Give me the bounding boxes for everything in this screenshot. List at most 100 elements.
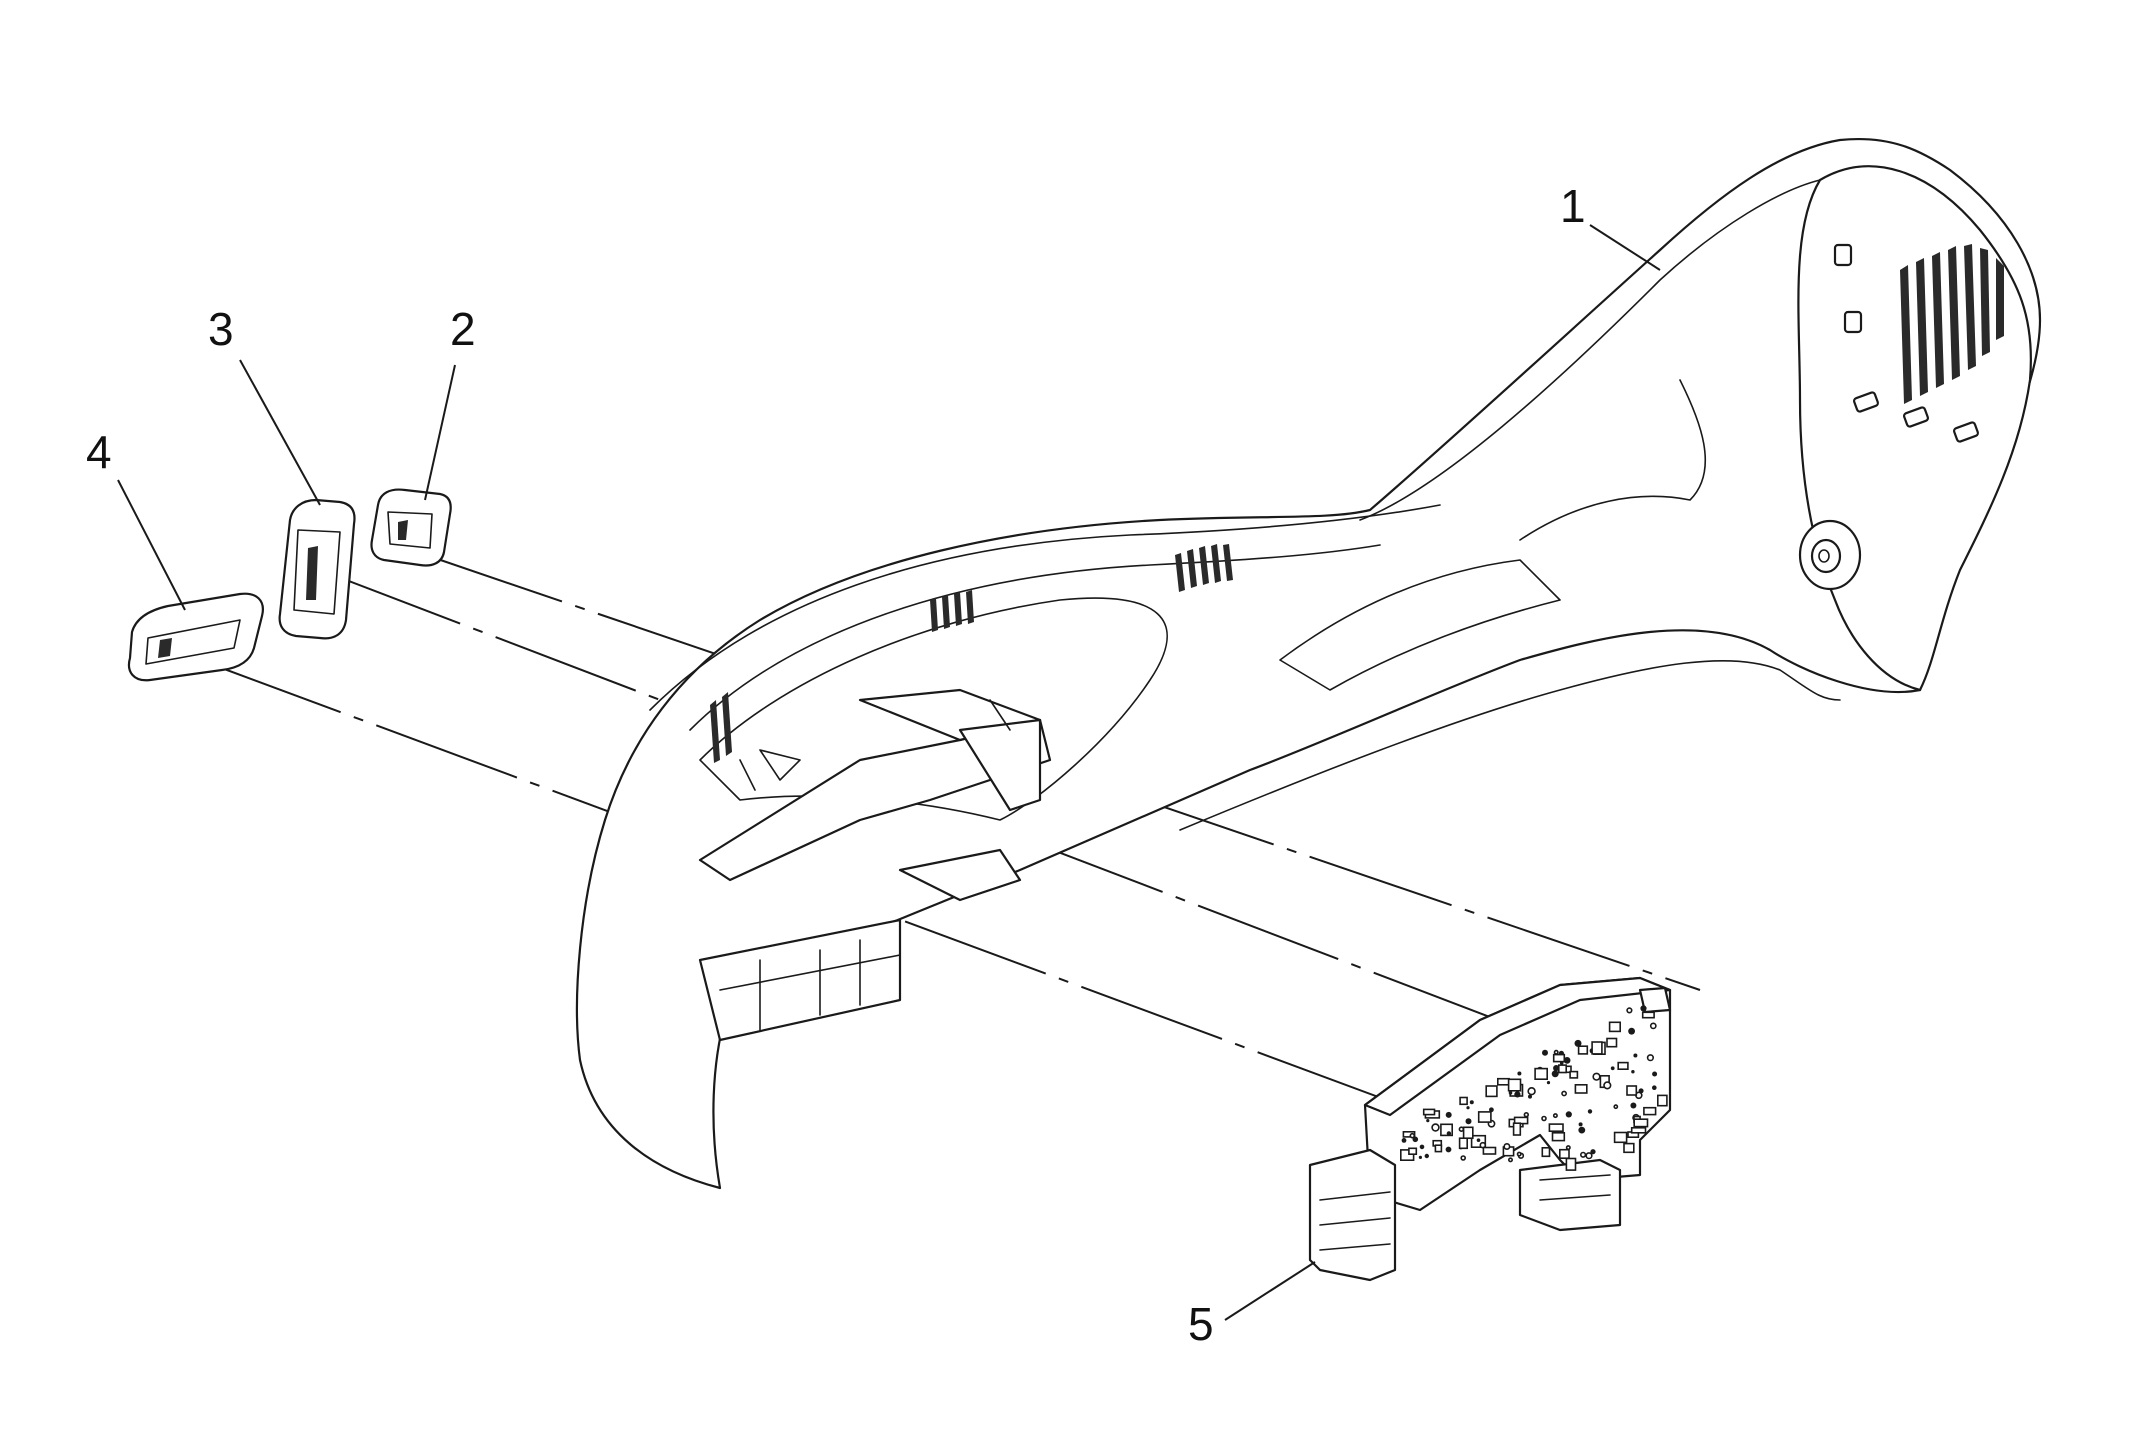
bezel-inner-rim: [689, 544, 1381, 731]
mounting-tabs: [1833, 243, 1979, 443]
circuit-component: [1565, 1145, 1571, 1151]
circuit-component: [1606, 1037, 1618, 1048]
cluster-trim-bezel: [575, 138, 2042, 1190]
circuit-component: [1630, 1127, 1647, 1134]
circuit-component: [1652, 1071, 1658, 1077]
circuit-component: [1617, 1061, 1629, 1070]
circuit-component: [1466, 1106, 1470, 1110]
leader-lines: [117, 224, 1661, 1321]
circuit-component: [1561, 1090, 1567, 1097]
circuit-component: [1577, 1045, 1589, 1055]
circuit-component: [1548, 1123, 1564, 1132]
circuit-component: [1409, 1132, 1416, 1139]
callout-labels: 1 2 3 4 5: [86, 180, 1586, 1350]
circuit-component: [1578, 1122, 1583, 1127]
circuit-component: [1523, 1111, 1530, 1118]
leader-line-2: [424, 364, 456, 501]
callout-2: 2: [450, 303, 476, 355]
circuit-component: [1458, 1137, 1468, 1150]
circuit-component: [1485, 1085, 1498, 1098]
bezel-outline: [575, 138, 2042, 1190]
circuit-component: [1631, 1070, 1635, 1074]
hood-contour: [1359, 179, 1821, 521]
circuit-component: [1422, 1108, 1436, 1116]
circuit-component: [1563, 1057, 1571, 1064]
circuit-component: [1630, 1102, 1637, 1109]
hood-side-panel: [1279, 559, 1561, 691]
circuit-component: [1579, 1151, 1587, 1158]
circuit-component: [1503, 1143, 1511, 1151]
circuit-component: [1469, 1100, 1474, 1105]
circuit-component: [1516, 1151, 1522, 1157]
circuit-component: [1514, 1091, 1521, 1098]
circuit-component: [1558, 1064, 1568, 1074]
circuit-component: [1401, 1138, 1407, 1143]
circuit-component: [1482, 1146, 1497, 1155]
circuit-component: [1628, 1027, 1635, 1035]
leader-line-3: [239, 359, 321, 506]
circuit-component: [1574, 1039, 1582, 1047]
circuit-component: [1643, 1106, 1657, 1116]
circuit-component: [1652, 1085, 1657, 1090]
circuit-component: [1551, 1070, 1559, 1078]
circuit-component: [1489, 1107, 1494, 1113]
vent-grille: [1900, 244, 2004, 404]
bezel-lower-surface: [1179, 659, 1841, 831]
circuit-component: [1419, 1144, 1425, 1150]
circuit-component: [1551, 1132, 1566, 1142]
cluster-connector: [1308, 1148, 1397, 1282]
circuit-component: [1418, 1155, 1422, 1159]
cluster-side-tab: [1638, 986, 1672, 1014]
circuit-component: [1446, 1131, 1452, 1136]
circuit-component: [1641, 1011, 1655, 1019]
circuit-component: [1613, 1104, 1619, 1110]
circuit-component: [1462, 1126, 1474, 1140]
circuit-component: [1542, 1049, 1548, 1056]
circuit-component: [1559, 1148, 1570, 1159]
cluster-rear-connector: [1518, 1158, 1622, 1232]
circuit-component: [1633, 1053, 1638, 1058]
circuit-component: [1497, 1077, 1510, 1086]
circuit-component: [1574, 1084, 1588, 1094]
switch-bezel-3: [278, 498, 356, 640]
circuit-component: [1553, 1065, 1560, 1072]
circuit-component: [1431, 1123, 1440, 1132]
circuit-component: [1424, 1153, 1430, 1159]
circuit-component: [1592, 1072, 1601, 1081]
internal-brackets: [698, 688, 1052, 1042]
circuit-component: [1508, 1157, 1514, 1163]
callout-4: 4: [86, 426, 112, 478]
circuit-component: [1517, 1071, 1522, 1076]
bezel-top-rim: [649, 504, 1441, 711]
circuit-component: [1541, 1147, 1551, 1158]
circuit-component: [1603, 1081, 1612, 1090]
circuit-component: [1623, 1142, 1635, 1154]
fastener-boss: [1798, 519, 1862, 591]
circuit-board-components: [1400, 1005, 1668, 1171]
circuit-component: [1585, 1152, 1593, 1160]
circuit-component: [1591, 1041, 1603, 1055]
instrument-cluster: [1308, 976, 1672, 1282]
circuit-component: [1528, 1094, 1532, 1099]
circuit-component: [1646, 1054, 1654, 1062]
leader-line-1: [1589, 224, 1661, 271]
circuit-component: [1440, 1123, 1454, 1137]
leader-line-5: [1224, 1261, 1316, 1321]
circuit-component: [1578, 1126, 1586, 1134]
circuit-component: [1541, 1115, 1547, 1122]
switch-bezel-2: [370, 488, 452, 567]
circuit-component: [1657, 1094, 1668, 1107]
circuit-component: [1613, 1131, 1628, 1144]
circuit-component: [1626, 1007, 1633, 1014]
circuit-component: [1512, 1122, 1522, 1136]
circuit-component: [1552, 1113, 1558, 1119]
circuit-component: [1459, 1096, 1468, 1106]
circuit-component: [1513, 1116, 1529, 1125]
circuit-component: [1640, 1005, 1647, 1012]
top-slots: [710, 544, 1233, 763]
circuit-component: [1527, 1086, 1536, 1096]
circuit-component: [1476, 1138, 1481, 1142]
circuit-component: [1546, 1081, 1551, 1085]
circuit-component: [1587, 1109, 1593, 1114]
callout-3: 3: [208, 303, 234, 355]
